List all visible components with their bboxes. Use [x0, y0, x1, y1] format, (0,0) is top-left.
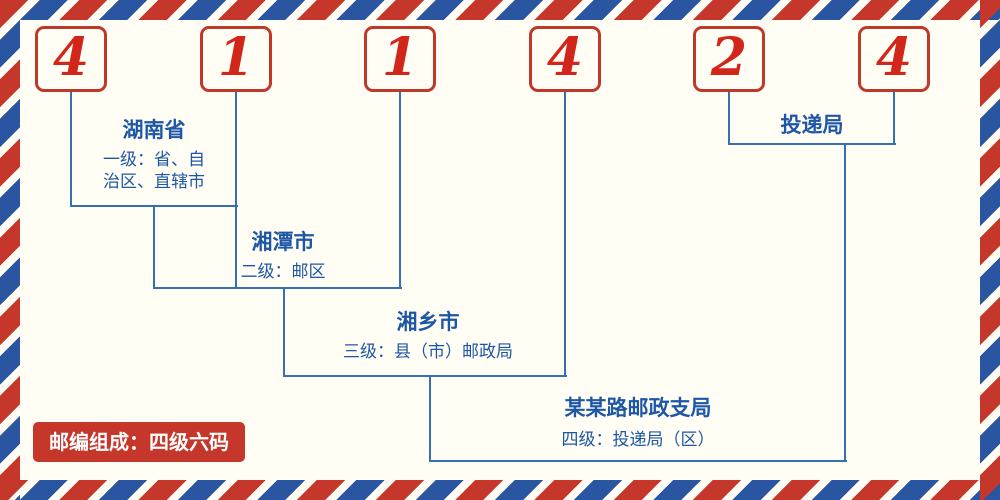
level2-name: 湘潭市	[251, 230, 315, 254]
connector-level3-horizontal	[283, 375, 567, 377]
connector-cascade1-vertical	[153, 205, 155, 289]
connector-box3-vertical	[399, 92, 401, 289]
digit-1: 4	[52, 27, 90, 88]
connector-cascade3-vertical	[429, 375, 431, 462]
airmail-border-bottom	[0, 480, 1000, 500]
digit-box-3: 1	[364, 26, 436, 92]
connector-delivery-drop-vertical	[844, 143, 846, 462]
composition-badge: 邮编组成：四级六码	[33, 422, 245, 462]
digit-box-4: 4	[529, 26, 601, 92]
delivery-office-label: 投递局	[780, 113, 844, 137]
digit-box-1: 4	[35, 26, 107, 92]
connector-cascade2-vertical	[283, 287, 285, 377]
airmail-border-right	[980, 0, 1000, 500]
digit-6: 4	[875, 27, 913, 88]
digit-5: 2	[710, 27, 748, 88]
digit-box-6: 4	[858, 26, 930, 92]
level3-desc: 三级：县（市）邮政局	[343, 342, 513, 362]
level2-desc: 二级：邮区	[240, 262, 326, 282]
connector-box6-vertical	[893, 92, 895, 145]
airmail-border-left	[0, 0, 20, 500]
connector-level4-horizontal	[429, 460, 847, 462]
connector-delivery-horizontal	[728, 143, 896, 145]
digit-box-2: 1	[200, 26, 272, 92]
level1-desc-line2: 治区、直辖市	[103, 172, 205, 192]
digit-3: 1	[381, 27, 419, 88]
airmail-border-top	[0, 0, 1000, 20]
level1-name: 湖南省	[122, 118, 186, 142]
digit-4: 4	[546, 27, 584, 88]
connector-box4-vertical	[564, 92, 566, 377]
digit-box-5: 2	[693, 26, 765, 92]
connector-box1-vertical	[70, 92, 72, 207]
level1-desc-line1: 一级：省、自	[103, 150, 205, 170]
level4-name: 某某路邮政支局	[564, 396, 712, 420]
connector-level2-horizontal	[153, 287, 402, 289]
level4-desc: 四级：投递局（区）	[561, 430, 715, 450]
level3-name: 湘乡市	[396, 310, 460, 334]
connector-box5-vertical	[728, 92, 730, 145]
connector-box2-vertical	[235, 92, 237, 289]
digit-2: 1	[217, 27, 255, 88]
